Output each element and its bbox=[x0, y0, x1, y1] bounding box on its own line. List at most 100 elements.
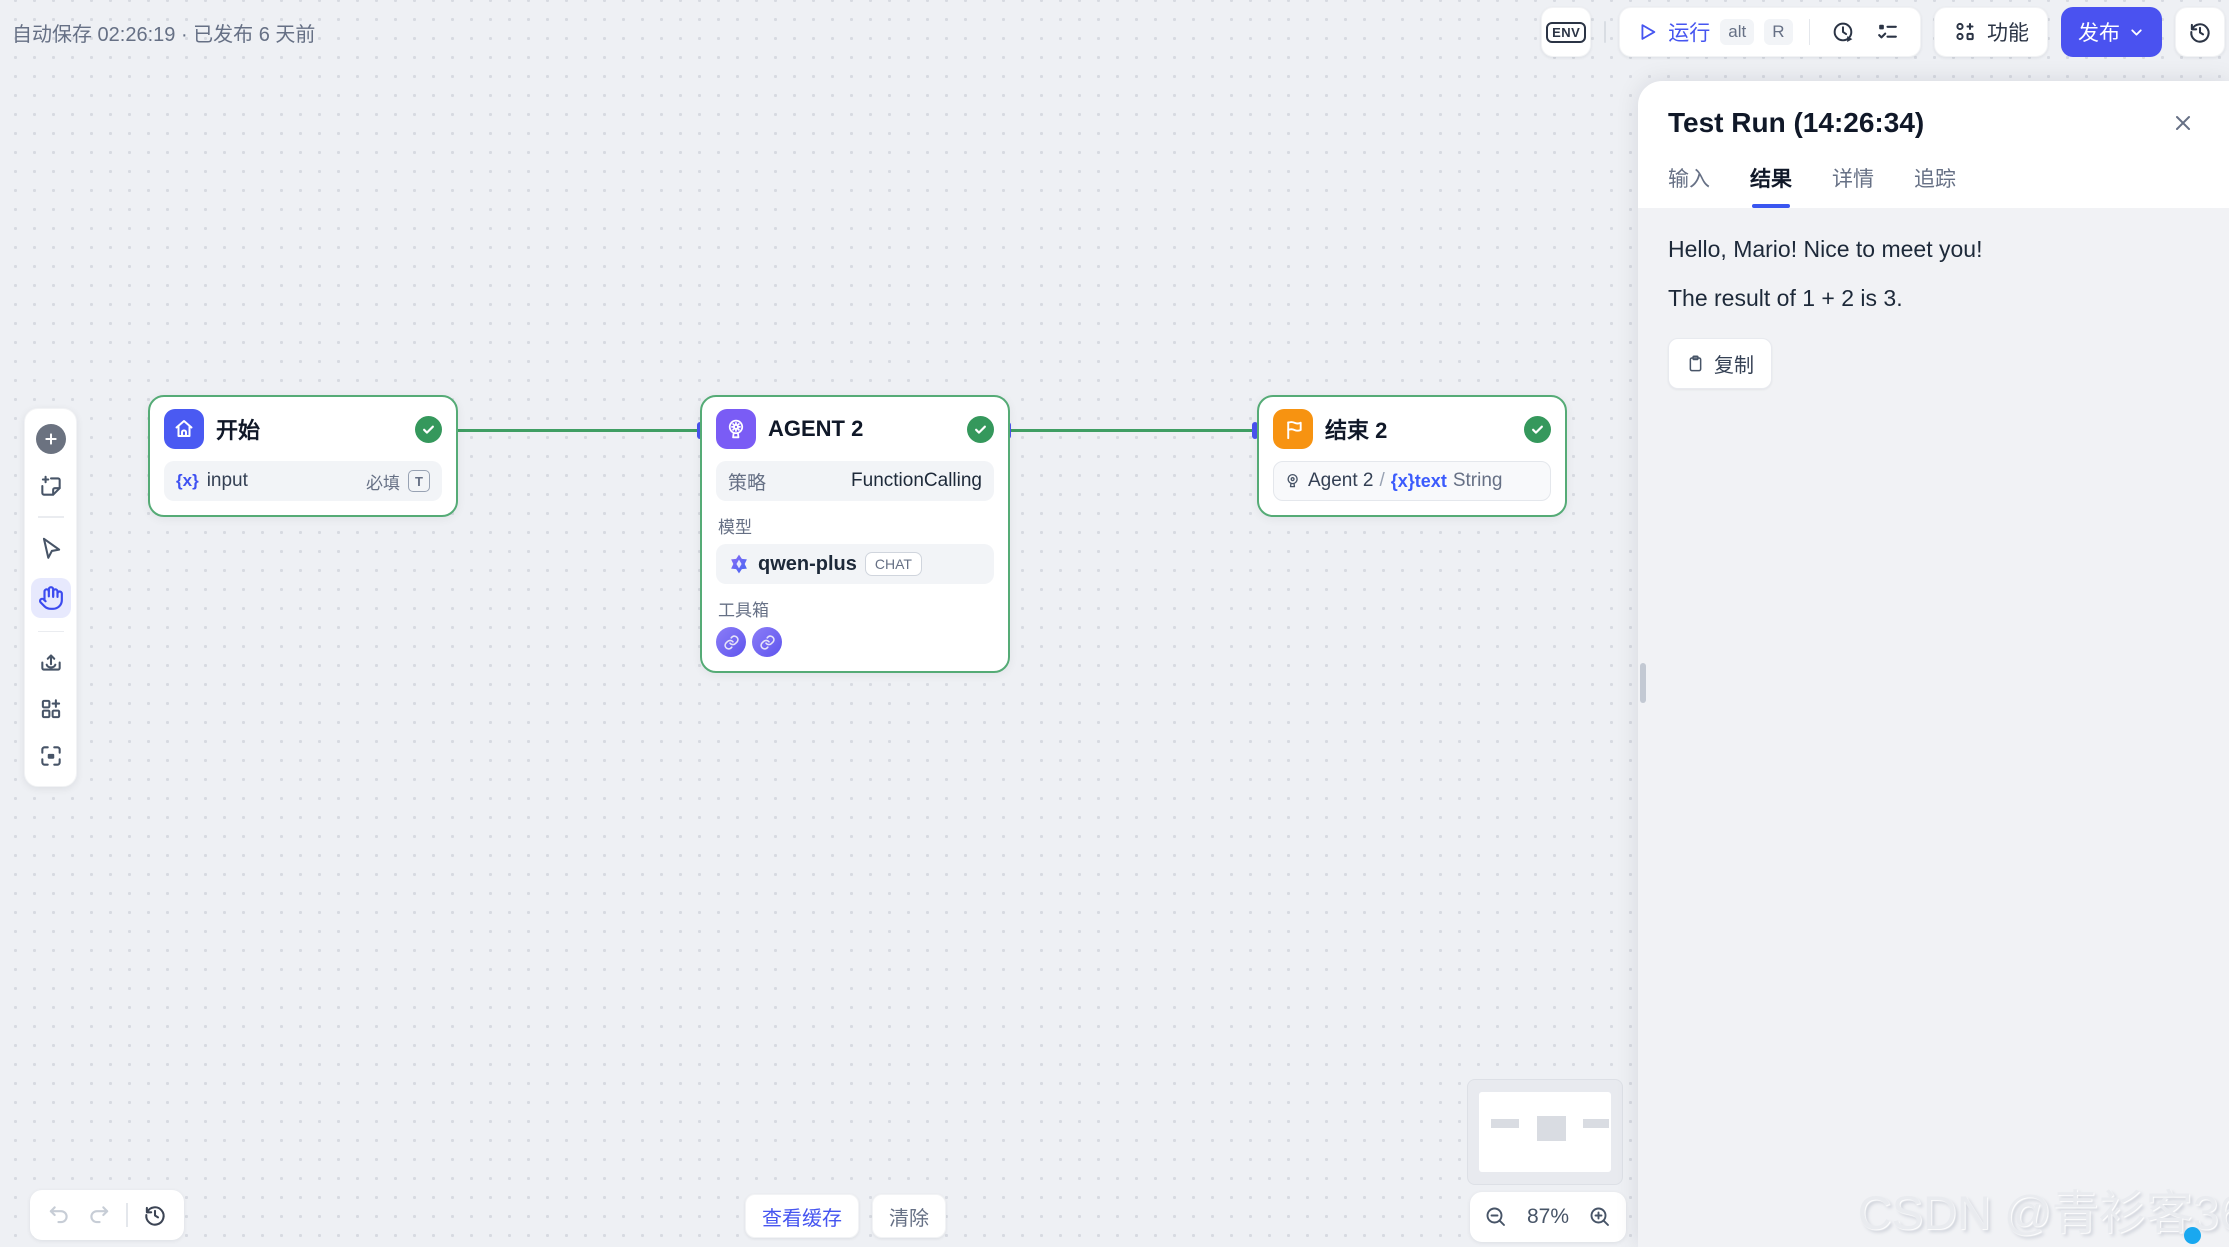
run-history-icon[interactable] bbox=[1826, 12, 1860, 52]
env-button[interactable]: ENV bbox=[1541, 7, 1591, 57]
end-output-row[interactable]: Agent 2 / {x}text String bbox=[1273, 461, 1551, 501]
minimap[interactable] bbox=[1467, 1079, 1623, 1185]
tab-detail[interactable]: 详情 bbox=[1832, 163, 1874, 208]
toolbox-section-label: 工具箱 bbox=[718, 596, 992, 621]
clear-button[interactable]: 清除 bbox=[872, 1194, 946, 1238]
panel-tabs: 输入 结果 详情 追踪 bbox=[1638, 139, 2229, 208]
organize-blocks-button[interactable] bbox=[34, 692, 68, 726]
kbd-alt: alt bbox=[1720, 19, 1754, 45]
result-content: Hello, Mario! Nice to meet you! The resu… bbox=[1638, 208, 2229, 1247]
model-name: qwen-plus bbox=[758, 553, 857, 576]
cache-control-bar: 查看缓存 清除 bbox=[745, 1194, 946, 1238]
publish-button[interactable]: 发布 bbox=[2061, 7, 2162, 57]
success-check-icon bbox=[415, 416, 442, 443]
autosave-status: 自动保存 02:26:19 · 已发布 6 天前 bbox=[12, 18, 315, 47]
node-title: 开始 bbox=[216, 413, 260, 445]
add-note-button[interactable] bbox=[34, 469, 68, 503]
toolbar-divider bbox=[1604, 21, 1606, 43]
agent-strategy-row[interactable]: 策略 FunctionCalling bbox=[716, 461, 994, 501]
flag-icon bbox=[1273, 409, 1313, 449]
variable-name: input bbox=[207, 470, 248, 492]
clipboard-icon bbox=[1686, 354, 1705, 373]
node-start[interactable]: 开始 {x} input 必填 T bbox=[148, 395, 458, 517]
tab-input[interactable]: 输入 bbox=[1668, 163, 1710, 208]
text-type-icon: T bbox=[408, 470, 430, 492]
palette-divider bbox=[38, 631, 64, 633]
copy-button[interactable]: 复制 bbox=[1668, 338, 1772, 389]
add-node-button[interactable] bbox=[34, 422, 68, 456]
hand-tool-button[interactable] bbox=[31, 578, 71, 618]
edge-start-agent bbox=[456, 429, 702, 432]
ref-type: String bbox=[1453, 470, 1503, 492]
tab-trace[interactable]: 追踪 bbox=[1914, 163, 1956, 208]
minimap-node bbox=[1583, 1119, 1609, 1128]
panel-title: Test Run (14:26:34) bbox=[1668, 107, 1924, 139]
env-icon: ENV bbox=[1546, 22, 1586, 43]
required-label: 必填 bbox=[366, 469, 400, 494]
home-icon bbox=[164, 409, 204, 449]
panel-scrollbar[interactable] bbox=[1640, 663, 1646, 703]
copy-label: 复制 bbox=[1714, 349, 1754, 378]
kbd-r: R bbox=[1764, 19, 1792, 45]
undo-button[interactable] bbox=[46, 1202, 72, 1228]
restore-icon bbox=[2187, 19, 2213, 45]
edge-agent-end bbox=[1008, 429, 1257, 432]
tool-link-icon[interactable] bbox=[752, 627, 782, 657]
tool-link-icon[interactable] bbox=[716, 627, 746, 657]
ref-separator: / bbox=[1380, 470, 1385, 492]
tab-result[interactable]: 结果 bbox=[1750, 163, 1792, 208]
agent-icon bbox=[716, 409, 756, 449]
strategy-value: FunctionCalling bbox=[851, 470, 982, 492]
corner-blue-dot bbox=[2184, 1227, 2201, 1244]
change-history-button[interactable] bbox=[142, 1202, 168, 1228]
checklist-icon[interactable] bbox=[1870, 12, 1904, 52]
success-check-icon bbox=[1524, 416, 1551, 443]
import-dsl-button[interactable] bbox=[34, 645, 68, 679]
result-text-line: The result of 1 + 2 is 3. bbox=[1668, 283, 2199, 314]
model-section-label: 模型 bbox=[718, 513, 992, 538]
fit-view-button[interactable] bbox=[34, 739, 68, 773]
toolbox-row bbox=[716, 627, 994, 657]
features-button[interactable]: 功能 bbox=[1934, 7, 2048, 57]
zoom-out-button[interactable] bbox=[1484, 1205, 1508, 1229]
publish-label: 发布 bbox=[2078, 17, 2120, 47]
zoom-in-button[interactable] bbox=[1588, 1205, 1612, 1229]
canvas-tool-palette bbox=[24, 408, 77, 787]
redo-button[interactable] bbox=[86, 1202, 112, 1228]
minimap-node bbox=[1491, 1119, 1519, 1128]
zoom-level[interactable]: 87% bbox=[1527, 1205, 1569, 1229]
version-history-button[interactable] bbox=[2175, 7, 2225, 57]
history-control-bar bbox=[30, 1190, 184, 1240]
palette-divider bbox=[38, 516, 64, 518]
result-text-line: Hello, Mario! Nice to meet you! bbox=[1668, 234, 2199, 265]
agent-ref-icon bbox=[1284, 472, 1302, 490]
node-title: AGENT 2 bbox=[768, 416, 863, 442]
variable-icon: {x} bbox=[176, 471, 199, 491]
minimap-viewport bbox=[1479, 1092, 1611, 1172]
agent-model-row[interactable]: qwen-plus CHAT bbox=[716, 544, 994, 584]
features-label: 功能 bbox=[1987, 17, 2029, 47]
run-group: 运行 alt R bbox=[1619, 7, 1921, 57]
features-icon bbox=[1953, 20, 1977, 44]
chevron-down-icon bbox=[2128, 24, 2145, 41]
start-variable-row[interactable]: {x} input 必填 T bbox=[164, 461, 442, 501]
minimap-node bbox=[1537, 1116, 1566, 1141]
success-check-icon bbox=[967, 416, 994, 443]
model-type-badge: CHAT bbox=[865, 552, 922, 576]
pointer-tool-button[interactable] bbox=[34, 531, 68, 565]
strategy-label: 策略 bbox=[728, 468, 766, 495]
test-run-panel: Test Run (14:26:34) 输入 结果 详情 追踪 Hello, M… bbox=[1638, 81, 2229, 1247]
node-title: 结束 2 bbox=[1325, 413, 1387, 445]
watermark-text: CSDN @青衫客36 bbox=[1858, 1174, 2229, 1243]
close-icon[interactable] bbox=[2167, 107, 2199, 139]
plus-icon bbox=[36, 424, 66, 454]
node-agent[interactable]: AGENT 2 策略 FunctionCalling 模型 qwen-plus … bbox=[700, 395, 1010, 673]
run-button[interactable]: 运行 bbox=[1668, 17, 1710, 47]
play-icon[interactable] bbox=[1636, 21, 1658, 43]
ref-node-name: Agent 2 bbox=[1308, 470, 1374, 492]
qwen-model-icon bbox=[728, 553, 750, 575]
view-cache-button[interactable]: 查看缓存 bbox=[745, 1194, 859, 1238]
zoom-control-bar: 87% bbox=[1470, 1192, 1626, 1242]
top-toolbar: ENV 运行 alt R 功能 发布 bbox=[1541, 7, 2225, 57]
node-end[interactable]: 结束 2 Agent 2 / {x}text String bbox=[1257, 395, 1567, 517]
